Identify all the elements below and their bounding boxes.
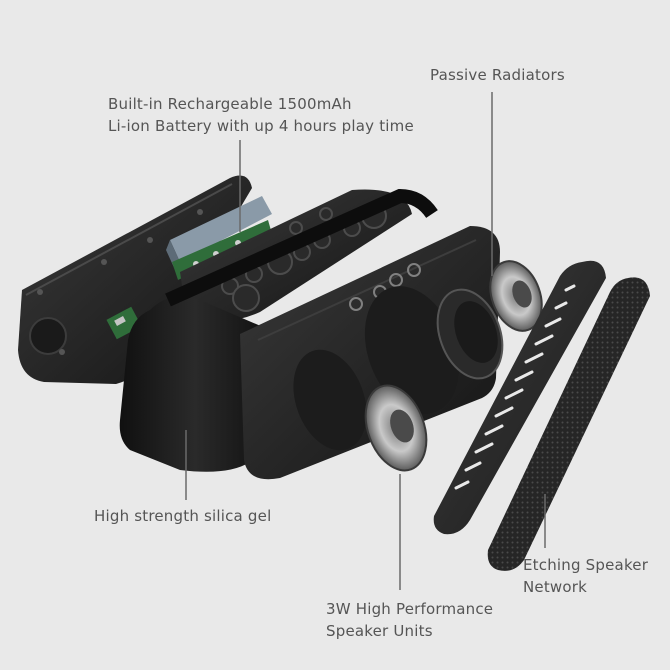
passive-radiators-callout-line1: Passive Radiators: [430, 66, 565, 84]
speaker-units-callout-line2: Speaker Units: [326, 622, 433, 640]
passive-radiators-callout: Passive Radiators: [430, 64, 565, 86]
back-cover-icon: [18, 175, 252, 384]
battery-callout-line2: Li-ion Battery with up 4 hours play time: [108, 117, 414, 135]
battery-callout: Built-in Rechargeable 1500mAh Li-ion Bat…: [108, 93, 414, 137]
speaker-units-callout: 3W High Performance Speaker Units: [326, 598, 493, 642]
silica-gel-callout: High strength silica gel: [94, 505, 271, 527]
silica-band-icon: [119, 188, 438, 472]
passive-radiator-icon: [436, 288, 504, 380]
etching-network-callout-line2: Network: [523, 578, 588, 596]
leader-lines: [185, 92, 546, 590]
battery-callout-line1: Built-in Rechargeable 1500mAh: [108, 95, 352, 113]
silica-gel-callout-line1: High strength silica gel: [94, 507, 272, 525]
speaker-units-callout-line1: 3W High Performance: [326, 600, 494, 618]
speaker-frame-icon: [240, 226, 500, 480]
etching-network-callout: Etching Speaker Network: [523, 554, 648, 598]
etching-network-callout-line1: Etching Speaker: [523, 556, 649, 574]
outer-mesh-icon: [487, 277, 650, 571]
inner-grille-icon: [433, 260, 606, 535]
speaker-driver-icon: [364, 260, 543, 472]
